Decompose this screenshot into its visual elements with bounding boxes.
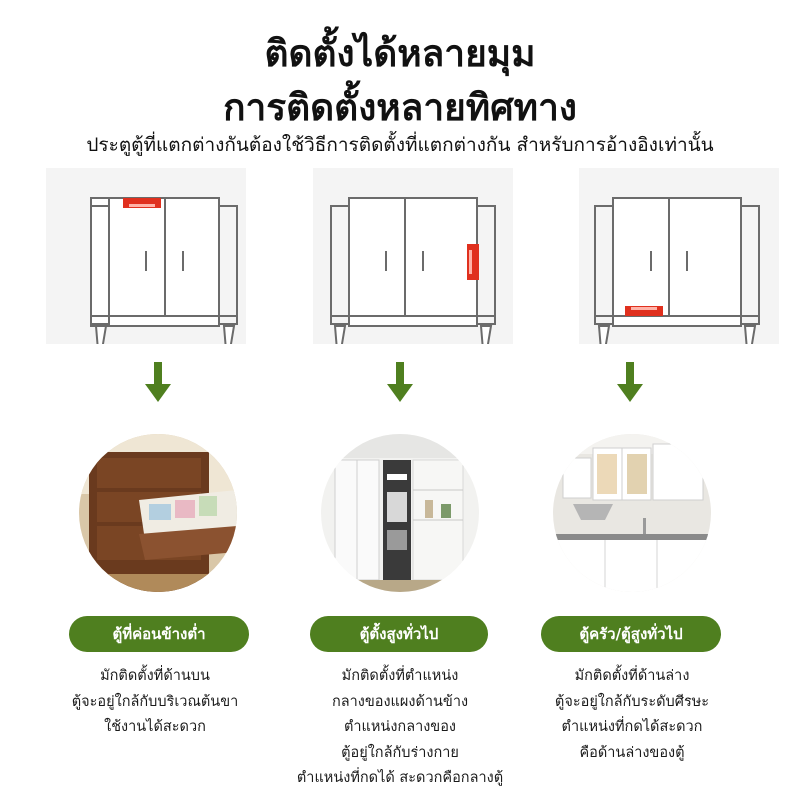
column-tall-cabinet: ตู้ตั้งสูงทั่วไป มักติดตั้งที่ตำแหน่ง กล… bbox=[267, 168, 533, 800]
down-arrow-icon bbox=[617, 362, 643, 402]
column-low-cabinet: ตู้ที่ค่อนข้างต่ำ มักติดตั้งที่ด้านบน ตู… bbox=[0, 168, 266, 800]
description-line: มักติดตั้งที่ด้านบน bbox=[100, 668, 210, 684]
description-line: ตู้จะอยู่ใกล้กับบริเวณต้นขา bbox=[71, 693, 239, 710]
photo-low-cabinet bbox=[79, 434, 237, 592]
description-tall-cabinet: มักติดตั้งที่ตำแหน่ง กลางของแผงด้านข้าง … bbox=[267, 664, 533, 792]
label-kitchen-cabinet: ตู้ครัว/ตู้สูงทั่วไป bbox=[541, 616, 721, 652]
subtitle: ประตูตู้ที่แตกต่างกันต้องใช้วิธีการติดตั… bbox=[86, 134, 714, 156]
main-title-line-2: การติดตั้งหลายทิศทาง bbox=[223, 86, 577, 129]
mount-marker bbox=[123, 198, 161, 208]
photo-tall-cabinet bbox=[321, 434, 479, 592]
cabinet-diagram-bottom-mount bbox=[594, 197, 760, 344]
description-line: มักติดตั้งที่ตำแหน่ง bbox=[341, 668, 459, 684]
down-arrow-icon bbox=[145, 362, 171, 402]
description-line: คือด้านล่างของตู้ bbox=[579, 744, 685, 761]
mount-marker bbox=[467, 244, 479, 280]
description-kitchen-cabinet: มักติดตั้งที่ด้านล่าง ตู้จะอยู่ใกล้กับระ… bbox=[499, 664, 765, 766]
description-line: ตำแหน่งที่กดได้สะดวก bbox=[561, 719, 703, 735]
description-low-cabinet: มักติดตั้งที่ด้านบน ตู้จะอยู่ใกล้กับบริเ… bbox=[22, 664, 288, 741]
photo-kitchen-cabinet bbox=[553, 434, 711, 592]
description-line: มักติดตั้งที่ด้านล่าง bbox=[574, 668, 690, 684]
cabinet-diagram-top-mount bbox=[90, 197, 238, 344]
description-line: กลางของแผงด้านข้าง bbox=[331, 693, 469, 710]
mount-marker bbox=[625, 306, 663, 316]
label-tall-cabinet: ตู้ตั้งสูงทั่วไป bbox=[310, 616, 488, 652]
description-line: ตู้จะอยู่ใกล้กับระดับศีรษะ bbox=[554, 693, 710, 710]
down-arrow-icon bbox=[387, 362, 413, 402]
description-line: ใช้งานได้สะดวก bbox=[104, 719, 206, 735]
description-line: ตำแหน่งที่กดได้ สะดวกคือกลางตู้ bbox=[296, 770, 504, 786]
column-kitchen-cabinet: ตู้ครัว/ตู้สูงทั่วไป มักติดตั้งที่ด้านล่… bbox=[533, 168, 799, 800]
label-low-cabinet: ตู้ที่ค่อนข้างต่ำ bbox=[69, 616, 249, 652]
main-title-line-1: ติดตั้งได้หลายมุม bbox=[264, 32, 536, 75]
description-line: ตำแหน่งกลางของ bbox=[343, 719, 457, 735]
description-line: ตู้อยู่ใกล้กับร่างกาย bbox=[341, 744, 459, 761]
cabinet-diagram-side-mount bbox=[330, 197, 496, 344]
